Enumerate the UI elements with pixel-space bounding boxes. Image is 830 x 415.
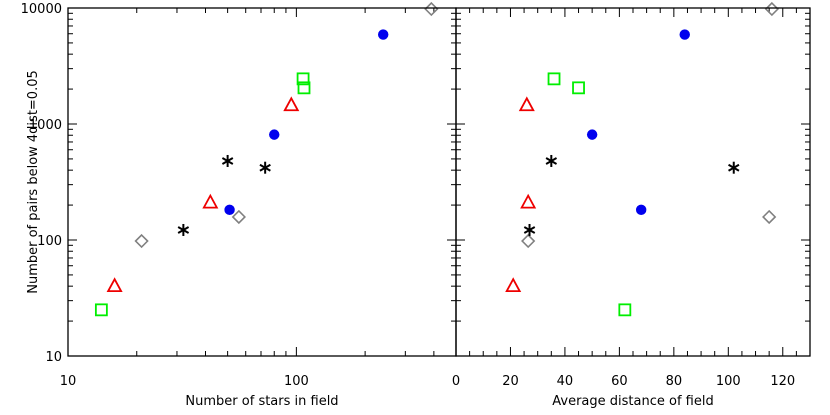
triangle-marker bbox=[505, 277, 522, 293]
left-axis-ticks bbox=[67, 8, 457, 357]
asterisk-stroke bbox=[259, 163, 271, 172]
asterisk-marker bbox=[728, 161, 740, 174]
y-tick-label: 100 bbox=[37, 234, 62, 249]
triangle-marker bbox=[518, 96, 535, 112]
square-marker bbox=[296, 72, 310, 86]
x-tick-label: 100 bbox=[284, 374, 309, 389]
y-tick-label: 10000 bbox=[21, 2, 62, 17]
asterisk-marker bbox=[221, 154, 234, 167]
left-x-axis-label: Number of stars in field bbox=[185, 394, 338, 409]
x-tick-label: 10 bbox=[60, 374, 77, 389]
right-tick-labels: 0 20 40 60 80 100 120 bbox=[452, 374, 795, 389]
x-tick-label: 80 bbox=[666, 374, 683, 389]
triangle-marker bbox=[520, 193, 537, 209]
diamond-marker bbox=[521, 233, 536, 249]
x-tick-label: 20 bbox=[502, 374, 519, 389]
square-marker bbox=[572, 81, 585, 95]
right-plot-frame bbox=[455, 7, 811, 357]
circle-marker bbox=[224, 204, 235, 216]
asterisk-marker bbox=[177, 223, 190, 236]
square-marker bbox=[94, 303, 108, 317]
x-tick-label: 40 bbox=[557, 374, 574, 389]
circle-marker bbox=[635, 204, 647, 216]
triangle-marker bbox=[283, 96, 300, 112]
asterisk-stroke bbox=[177, 226, 190, 234]
x-tick-label: 100 bbox=[716, 374, 741, 389]
diamond-marker bbox=[424, 1, 439, 17]
circle-marker bbox=[679, 29, 690, 40]
asterisk-stroke bbox=[523, 226, 536, 234]
diamond-marker bbox=[134, 233, 149, 249]
right-x-axis-label: Average distance of field bbox=[552, 394, 713, 409]
asterisk-stroke bbox=[221, 157, 234, 165]
right-axis-ticks bbox=[455, 8, 811, 357]
x-tick-label: 60 bbox=[611, 374, 628, 389]
square-marker bbox=[297, 81, 311, 95]
diamond-marker bbox=[764, 1, 780, 17]
circle-marker bbox=[269, 129, 280, 140]
asterisk-marker bbox=[545, 154, 558, 167]
asterisk-stroke bbox=[728, 163, 740, 172]
x-tick-label: 0 bbox=[452, 374, 460, 389]
y-tick-label: 1000 bbox=[29, 118, 62, 133]
right-data-points bbox=[505, 1, 780, 317]
left-tick-labels: 10 100 10 100 1000 10000 bbox=[21, 2, 309, 389]
square-marker bbox=[547, 72, 561, 86]
triangle-marker bbox=[106, 277, 123, 293]
diamond-marker bbox=[231, 209, 246, 225]
left-scatter-panel: 10 100 10 100 1000 10000 Number of stars in f… bbox=[21, 1, 457, 409]
left-plot-frame bbox=[67, 7, 457, 357]
diamond-marker bbox=[762, 209, 777, 225]
asterisk-marker bbox=[259, 161, 271, 174]
y-tick-label: 10 bbox=[45, 350, 62, 365]
circle-marker bbox=[378, 29, 389, 40]
right-scatter-panel: 0 20 40 60 80 100 120 Average distance of fiel… bbox=[452, 1, 811, 409]
x-tick-label: 120 bbox=[770, 374, 795, 389]
square-marker bbox=[618, 303, 632, 317]
asterisk-stroke bbox=[545, 157, 558, 165]
circle-marker bbox=[586, 129, 598, 140]
triangle-marker bbox=[202, 193, 219, 209]
left-y-axis-label: Number of pairs below 4dist=0.05 bbox=[26, 70, 41, 294]
left-data-points bbox=[94, 1, 439, 317]
asterisk-marker bbox=[523, 223, 536, 236]
